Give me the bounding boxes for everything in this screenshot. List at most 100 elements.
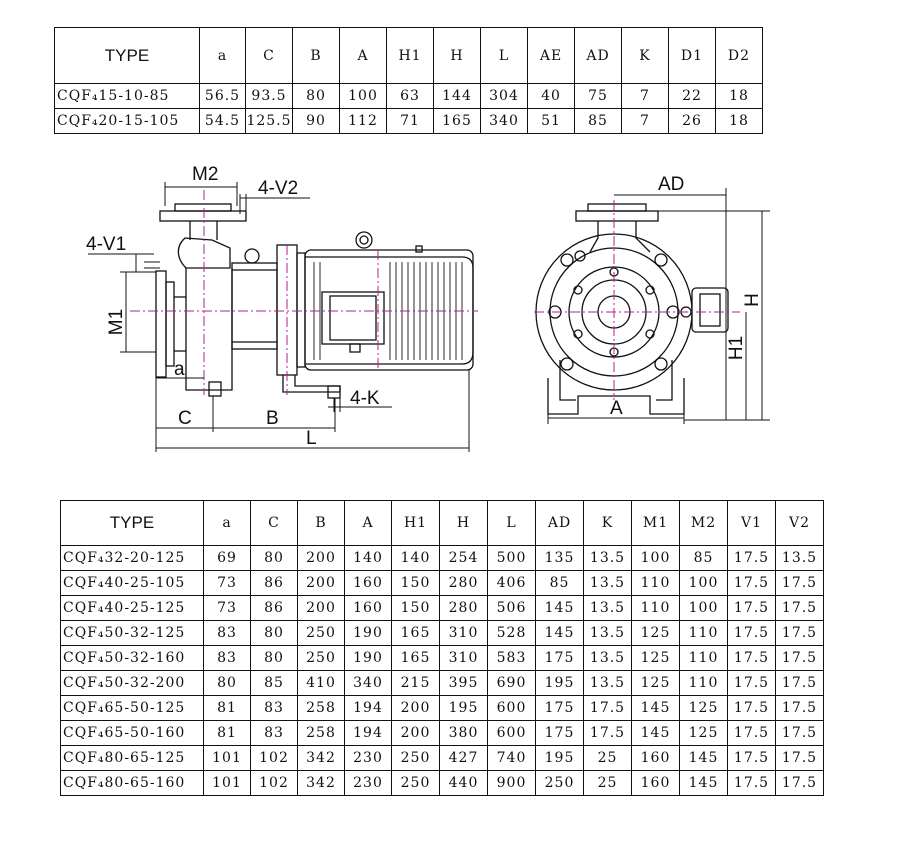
value-cell: 17.5	[775, 570, 824, 596]
value-cell: 86	[250, 570, 298, 596]
model-cell: CQF₄50-32-125	[60, 620, 204, 646]
header-cell: K	[583, 500, 632, 546]
value-cell: 500	[487, 545, 536, 571]
value-cell: 7	[621, 83, 669, 109]
label-4-k: 4-K	[350, 388, 380, 409]
value-cell: 17.5	[775, 695, 824, 721]
value-cell: 69	[203, 545, 251, 571]
value-cell: 73	[203, 595, 251, 621]
value-cell: 25	[583, 745, 632, 771]
value-cell: 145	[631, 720, 680, 746]
value-cell: 506	[487, 595, 536, 621]
label-4-v2: 4-V2	[258, 178, 298, 199]
value-cell: 427	[439, 745, 488, 771]
value-cell: 250	[535, 770, 584, 796]
value-cell: 63	[386, 83, 434, 109]
value-cell: 17.5	[727, 745, 776, 771]
header-cell: H1	[391, 500, 440, 546]
value-cell: 17.5	[727, 695, 776, 721]
value-cell: 254	[439, 545, 488, 571]
header-cell: D1	[668, 27, 716, 84]
value-cell: 54.5	[199, 108, 246, 134]
header-cell: M2	[679, 500, 728, 546]
value-cell: 125	[679, 695, 728, 721]
value-cell: 340	[344, 670, 392, 696]
header-cell: H1	[386, 27, 434, 84]
value-cell: 17.5	[727, 720, 776, 746]
value-cell: 13.5	[583, 545, 632, 571]
value-cell: 17.5	[775, 745, 824, 771]
value-cell: 190	[344, 645, 392, 671]
label-h: H	[742, 293, 763, 307]
value-cell: 110	[631, 570, 680, 596]
value-cell: 17.5	[775, 645, 824, 671]
value-cell: 100	[679, 595, 728, 621]
value-cell: 175	[535, 645, 584, 671]
header-cell: B	[292, 27, 340, 84]
value-cell: 160	[631, 745, 680, 771]
value-cell: 100	[631, 545, 680, 571]
value-cell: 600	[487, 695, 536, 721]
value-cell: 101	[203, 770, 251, 796]
model-cell: CQF₄32-20-125	[60, 545, 204, 571]
value-cell: 51	[527, 108, 575, 134]
header-cell: C	[250, 500, 298, 546]
value-cell: 85	[574, 108, 622, 134]
label-b: B	[266, 408, 279, 429]
model-cell: CQF₄50-32-200	[60, 670, 204, 696]
value-cell: 13.5	[583, 595, 632, 621]
value-cell: 310	[439, 645, 488, 671]
value-cell: 86	[250, 595, 298, 621]
value-cell: 194	[344, 695, 392, 721]
value-cell: 17.5	[775, 670, 824, 696]
value-cell: 310	[439, 620, 488, 646]
header-cell: TYPE	[60, 500, 204, 546]
value-cell: 342	[297, 770, 345, 796]
value-cell: 85	[679, 545, 728, 571]
value-cell: 900	[487, 770, 536, 796]
value-cell: 110	[679, 645, 728, 671]
value-cell: 304	[480, 83, 528, 109]
header-cell: M1	[631, 500, 680, 546]
value-cell: 190	[344, 620, 392, 646]
header-cell: B	[297, 500, 345, 546]
value-cell: 140	[391, 545, 440, 571]
value-cell: 160	[344, 570, 392, 596]
value-cell: 17.5	[775, 770, 824, 796]
value-cell: 40	[527, 83, 575, 109]
value-cell: 93.5	[245, 83, 293, 109]
dimension-labels: M2 4-V2 4-V1 M1 a C B L 4-K AD H H1 A	[86, 164, 763, 449]
value-cell: 17.5	[727, 545, 776, 571]
front-view-dimension-lines	[547, 188, 770, 424]
value-cell: 200	[391, 720, 440, 746]
header-cell: A	[344, 500, 392, 546]
value-cell: 13.5	[583, 670, 632, 696]
value-cell: 144	[433, 83, 481, 109]
value-cell: 125	[631, 645, 680, 671]
value-cell: 100	[679, 570, 728, 596]
value-cell: 380	[439, 720, 488, 746]
header-cell: V1	[727, 500, 776, 546]
label-l: L	[306, 428, 317, 449]
value-cell: 7	[621, 108, 669, 134]
value-cell: 81	[203, 720, 251, 746]
value-cell: 583	[487, 645, 536, 671]
value-cell: 80	[250, 620, 298, 646]
value-cell: 200	[297, 570, 345, 596]
value-cell: 17.5	[727, 770, 776, 796]
value-cell: 250	[297, 645, 345, 671]
value-cell: 13.5	[775, 545, 824, 571]
model-cell: CQF₄40-25-125	[60, 595, 204, 621]
value-cell: 18	[715, 108, 763, 134]
header-cell: K	[621, 27, 669, 84]
value-cell: 406	[487, 570, 536, 596]
table-header-row: TYPE a C B A H1 H L AE AD K D1 D2	[54, 27, 763, 84]
value-cell: 17.5	[727, 645, 776, 671]
table-row: CQF₄15-10-85 56.5 93.5 80 100 63 144 304…	[54, 83, 763, 109]
value-cell: 175	[535, 720, 584, 746]
value-cell: 17.5	[583, 720, 632, 746]
